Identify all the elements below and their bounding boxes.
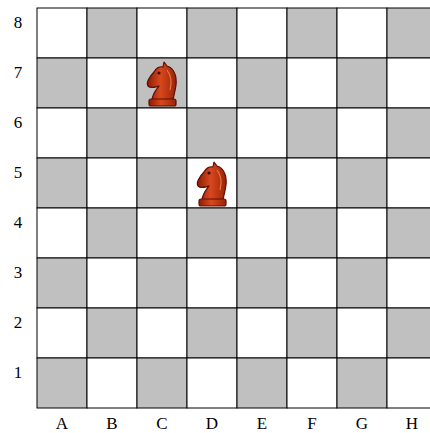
board-square xyxy=(187,258,237,308)
board-square xyxy=(37,158,87,208)
board-square xyxy=(187,158,237,208)
rank-number: 2 xyxy=(14,314,23,331)
board-square xyxy=(237,108,287,158)
board-square xyxy=(87,358,137,408)
board-square xyxy=(287,308,337,358)
board-square xyxy=(137,208,187,258)
board-square xyxy=(87,8,137,58)
file-letter: B xyxy=(106,415,117,432)
board-square xyxy=(337,158,387,208)
board-square xyxy=(37,108,87,158)
board-square xyxy=(37,8,87,58)
board-square xyxy=(337,108,387,158)
board-square xyxy=(387,158,430,208)
board-square xyxy=(387,58,430,108)
board-square xyxy=(237,308,287,358)
board-square xyxy=(237,158,287,208)
board-square xyxy=(387,208,430,258)
board-square xyxy=(37,358,87,408)
board-square xyxy=(137,8,187,58)
board-square xyxy=(287,158,337,208)
rank-number: 4 xyxy=(14,214,23,231)
board-square xyxy=(237,358,287,408)
board-square xyxy=(187,358,237,408)
board-square xyxy=(137,358,187,408)
board-square xyxy=(287,8,337,58)
board-square xyxy=(137,158,187,208)
board-square xyxy=(187,108,237,158)
file-letter: H xyxy=(406,415,418,432)
rank-number: 7 xyxy=(14,64,23,81)
board-square xyxy=(337,58,387,108)
board-square xyxy=(337,258,387,308)
knight-piece xyxy=(147,62,176,106)
rank-number: 8 xyxy=(14,14,23,31)
board-square xyxy=(187,58,237,108)
board-square xyxy=(187,8,237,58)
board-square xyxy=(87,108,137,158)
file-letter: D xyxy=(206,415,218,432)
board-square xyxy=(337,208,387,258)
board-square xyxy=(37,308,87,358)
knight-piece xyxy=(197,162,226,206)
board-square xyxy=(287,108,337,158)
board-square xyxy=(287,358,337,408)
board-square xyxy=(37,208,87,258)
board-square xyxy=(137,258,187,308)
rank-number: 5 xyxy=(14,164,23,181)
board-square xyxy=(137,108,187,158)
board-square xyxy=(387,308,430,358)
board-square xyxy=(387,108,430,158)
board-square xyxy=(237,8,287,58)
board-square xyxy=(37,258,87,308)
board-square xyxy=(237,58,287,108)
board-square xyxy=(187,208,237,258)
board-square xyxy=(337,8,387,58)
file-letter: C xyxy=(156,415,167,432)
board-square xyxy=(87,208,137,258)
rank-number: 3 xyxy=(14,264,23,281)
board-square xyxy=(87,258,137,308)
board-square xyxy=(287,258,337,308)
rank-number: 1 xyxy=(14,364,23,381)
board-square xyxy=(237,208,287,258)
board-square xyxy=(37,58,87,108)
board-square xyxy=(87,58,137,108)
file-letter: F xyxy=(307,415,316,432)
rank-number: 6 xyxy=(14,114,23,131)
board-square xyxy=(87,158,137,208)
file-letter: E xyxy=(257,415,267,432)
board-square xyxy=(137,308,187,358)
board-square xyxy=(237,258,287,308)
board-square xyxy=(287,208,337,258)
board-square xyxy=(387,8,430,58)
board-square xyxy=(87,308,137,358)
board-square xyxy=(137,58,187,108)
board-square xyxy=(387,258,430,308)
board-square xyxy=(387,358,430,408)
board-square xyxy=(187,308,237,358)
file-letter: G xyxy=(356,415,368,432)
file-letter: A xyxy=(56,415,68,432)
board-square xyxy=(287,58,337,108)
board-square xyxy=(337,358,387,408)
board-square xyxy=(337,308,387,358)
